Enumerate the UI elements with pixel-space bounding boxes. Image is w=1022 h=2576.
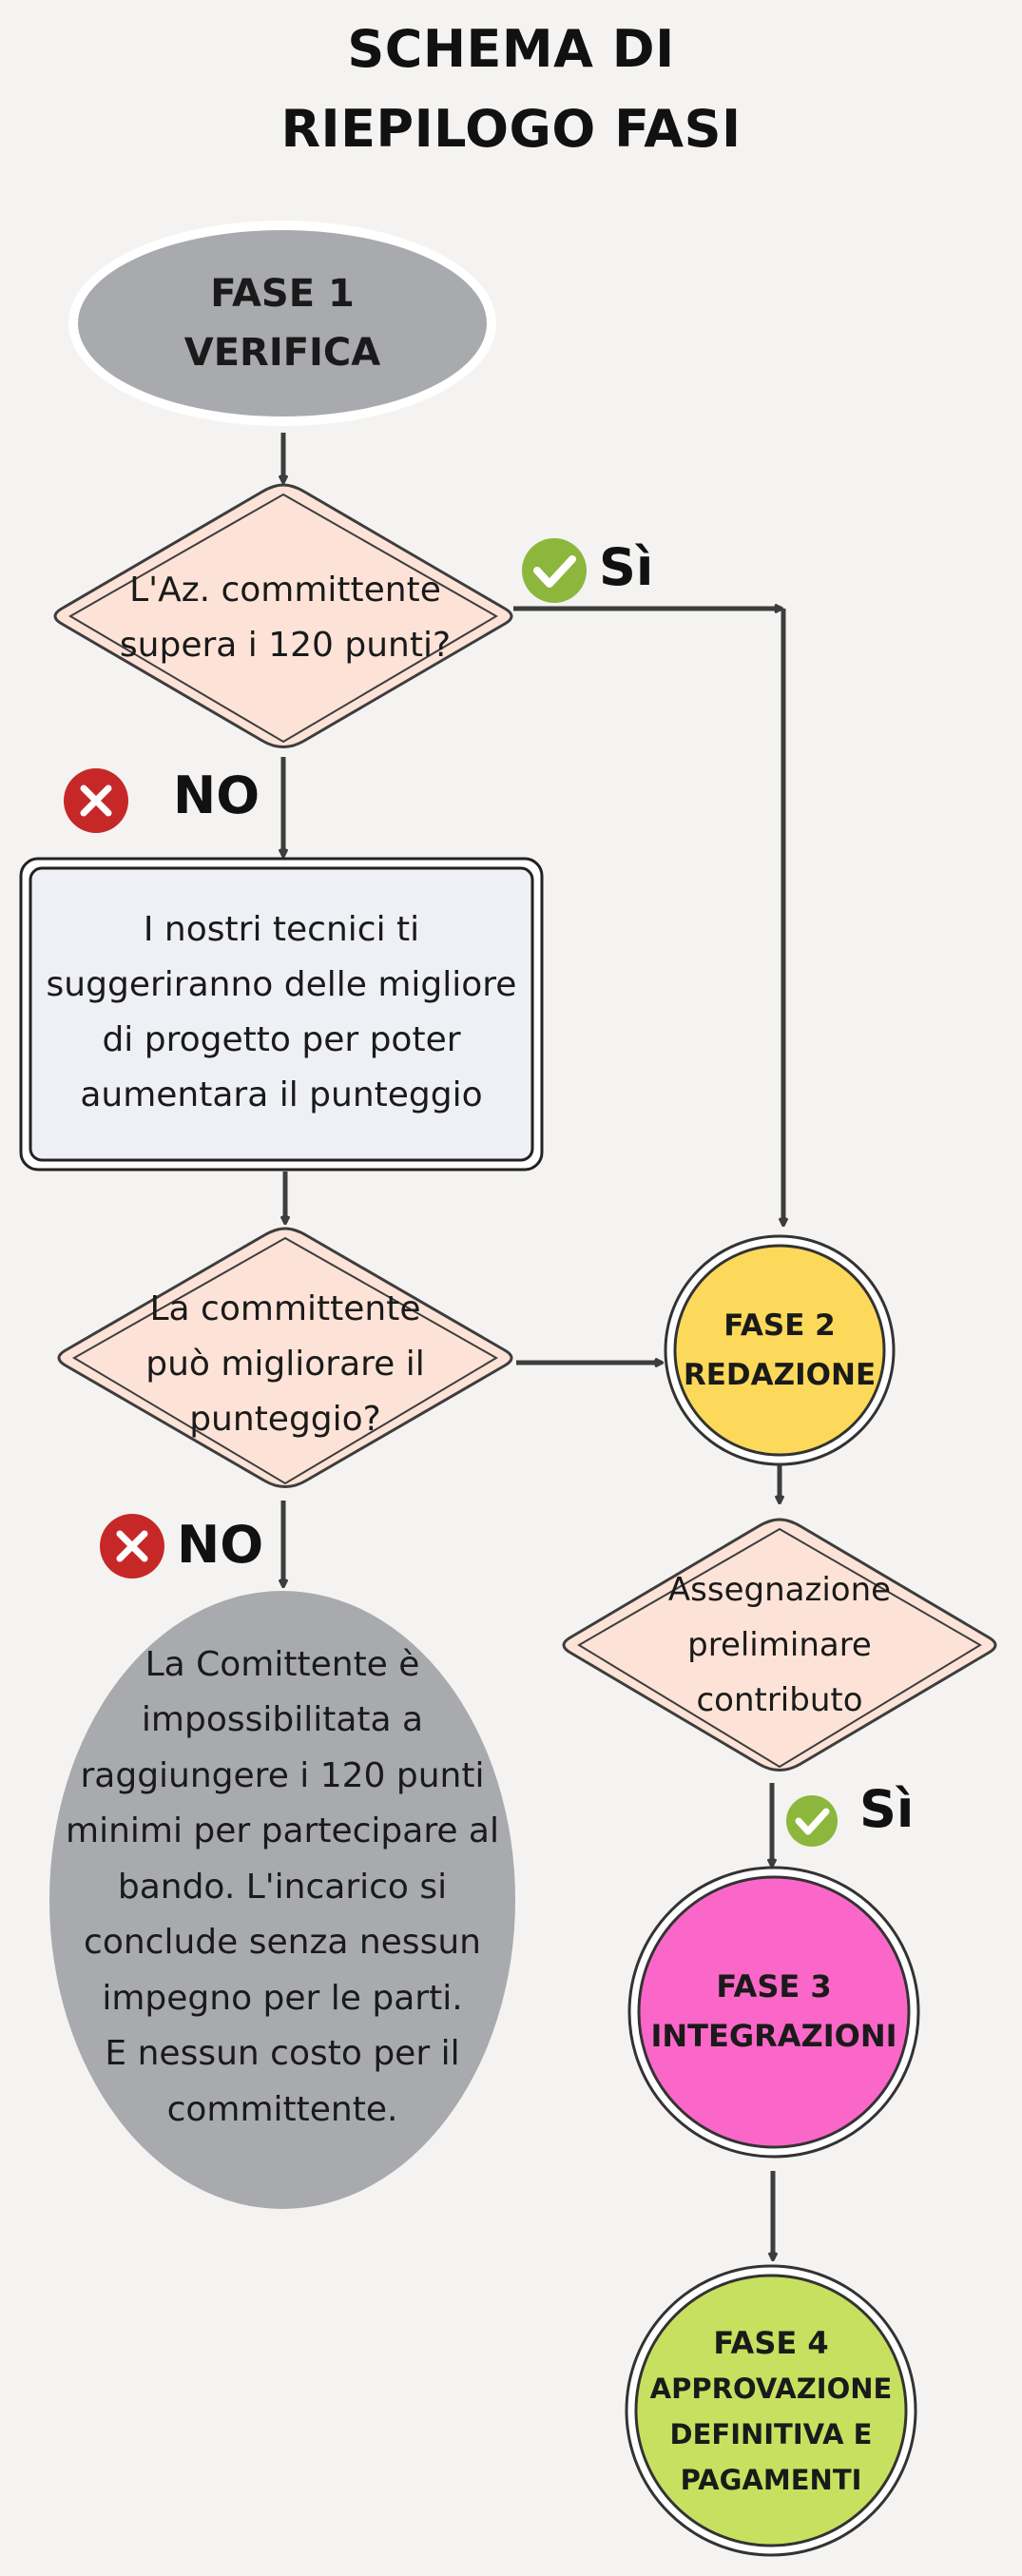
cross-icon — [64, 768, 128, 833]
tech-box-line: di progetto per poter — [102, 1020, 461, 1059]
end-note-line: E nessun costo per il — [105, 2034, 460, 2074]
end-note-line: impegno per le parti. — [102, 1978, 463, 2018]
decision2-diamond — [57, 1227, 513, 1488]
decision3-line: preliminare — [687, 1626, 872, 1664]
decision2-label: La committente può migliorare il puntegg… — [105, 1279, 466, 1450]
phase3-line: FASE 3 — [716, 1968, 832, 2005]
phase2-line: FASE 2 — [723, 1308, 836, 1343]
phase4-line: APPROVAZIONE — [649, 2373, 893, 2405]
end-note-line: committente. — [166, 2089, 398, 2129]
cross-icon — [100, 1514, 164, 1579]
phase1-oval — [78, 230, 487, 416]
decision1-diamond — [53, 483, 513, 748]
phase4-line: FASE 4 — [713, 2325, 829, 2361]
tech-box — [29, 866, 534, 1162]
phase3-circle — [637, 1875, 911, 2149]
decision3-label: Assegnazione preliminare contributo — [608, 1564, 951, 1726]
decision3-line: Assegnazione — [667, 1571, 892, 1609]
decision2-diamond-inner — [72, 1236, 498, 1485]
phase4-circle — [634, 2274, 908, 2547]
check-icon — [522, 538, 587, 603]
tech-box-label: I nostri tecnici ti suggeriranno delle m… — [38, 884, 525, 1141]
phase4-line: PAGAMENTI — [680, 2464, 862, 2496]
decision2-line: punteggio? — [189, 1400, 381, 1439]
phase2-label: FASE 2 REDAZIONE — [675, 1298, 884, 1403]
decision1-label: L'Az. committente supera i 120 punti? — [95, 556, 475, 680]
decision3-diamond — [562, 1518, 997, 1772]
no-label: NO — [177, 1515, 264, 1575]
phase2-line: REDAZIONE — [683, 1358, 877, 1392]
decision3-line: contributo — [696, 1681, 863, 1719]
decision1-line: supera i 120 punti? — [119, 626, 452, 665]
check-icon — [786, 1795, 838, 1847]
end-note-line: minimi per partecipare al — [66, 1811, 499, 1851]
title-line: RIEPILOGO FASI — [280, 99, 742, 159]
end-note-line: raggiungere i 120 punti — [80, 1755, 485, 1795]
no-label: NO — [173, 765, 260, 825]
page-title: SCHEMA DI RIEPILOGO FASI — [190, 10, 832, 169]
end-note-line: La Comittente è — [145, 1644, 420, 1684]
yes-label: Sì — [859, 1779, 915, 1839]
decision1-line: L'Az. committente — [129, 571, 441, 610]
decision1-diamond-inner — [68, 493, 498, 744]
decision2-line: può migliorare il — [145, 1345, 425, 1384]
phase1-line: FASE 1 — [210, 272, 355, 316]
decision2-line: La committente — [149, 1289, 421, 1328]
end-note-ellipse — [49, 1591, 515, 2209]
end-note-line: bando. L'incarico si — [117, 1867, 448, 1907]
phase4-label: FASE 4 APPROVAZIONE DEFINITIVA E PAGAMEN… — [638, 2316, 904, 2507]
title-line: SCHEMA DI — [347, 19, 675, 79]
end-note-line: impossibilitata a — [141, 1700, 424, 1740]
phase1-label: FASE 1 VERIFICA — [92, 257, 472, 390]
end-note-label: La Comittente è impossibilitata a raggiu… — [52, 1631, 512, 2144]
tech-box-line: I nostri tecnici ti — [143, 910, 420, 949]
phase2-circle — [673, 1244, 886, 1457]
phase4-line: DEFINITIVA E — [669, 2418, 873, 2450]
tech-box-line: suggeriranno delle migliore — [46, 965, 517, 1004]
end-note-line: conclude senza nessun — [84, 1923, 481, 1963]
phase3-label: FASE 3 INTEGRAZIONI — [641, 1959, 907, 2063]
decision3-diamond-inner — [577, 1527, 982, 1769]
tech-box-line: aumentara il punteggio — [80, 1075, 483, 1114]
phase1-line: VERIFICA — [183, 331, 381, 375]
yes-label: Sì — [599, 537, 654, 597]
phase3-line: INTEGRAZIONI — [650, 2018, 897, 2054]
